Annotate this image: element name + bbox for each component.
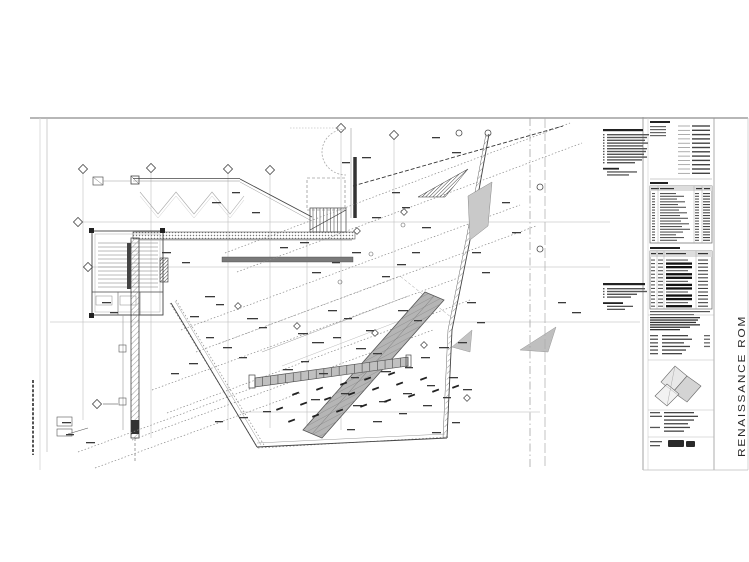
grid-system [50,122,640,438]
title-block [648,121,714,447]
grid-marker-diamond [145,162,157,174]
schedule-table-1 [649,182,713,244]
grid-marker-diamond [222,163,234,175]
grid-marker-bubble [455,129,463,137]
grid-marker-diamond [388,129,400,141]
property-lines [529,118,546,468]
general-notes-mid [603,283,647,310]
project-info-block [650,412,698,432]
spine-wall [118,237,140,462]
grid-marker-diamond [335,122,347,134]
schedule-table-2 [649,247,713,316]
key-plan [654,365,702,407]
stair-upper [309,207,347,233]
stair-core-left [89,228,169,318]
detail-callouts-bottom-left [56,403,118,437]
revision-block [650,317,700,331]
credits-block [650,335,710,355]
annotation-marks [62,137,581,444]
crystal-gallery [77,122,583,469]
grid-marker-diamond [82,261,94,273]
seating-dashes [276,371,460,423]
elevation-markers [234,208,471,402]
grid-marker-diamond [72,216,84,228]
general-notes-top [603,129,649,176]
legend-block [650,121,710,174]
sheet-frame [30,117,749,471]
drawing-number [650,440,695,447]
existing-wing [92,127,357,263]
grid-marker-bubble [536,183,544,191]
grid-marker-diamond [77,163,89,175]
stair-run [248,354,412,389]
sheet-title-vertical: RENAISSANCE ROM [736,315,748,457]
grid-marker-diamond [264,164,276,176]
grid-marker-diamond [91,398,103,410]
grid-marker-bubble [536,245,544,253]
